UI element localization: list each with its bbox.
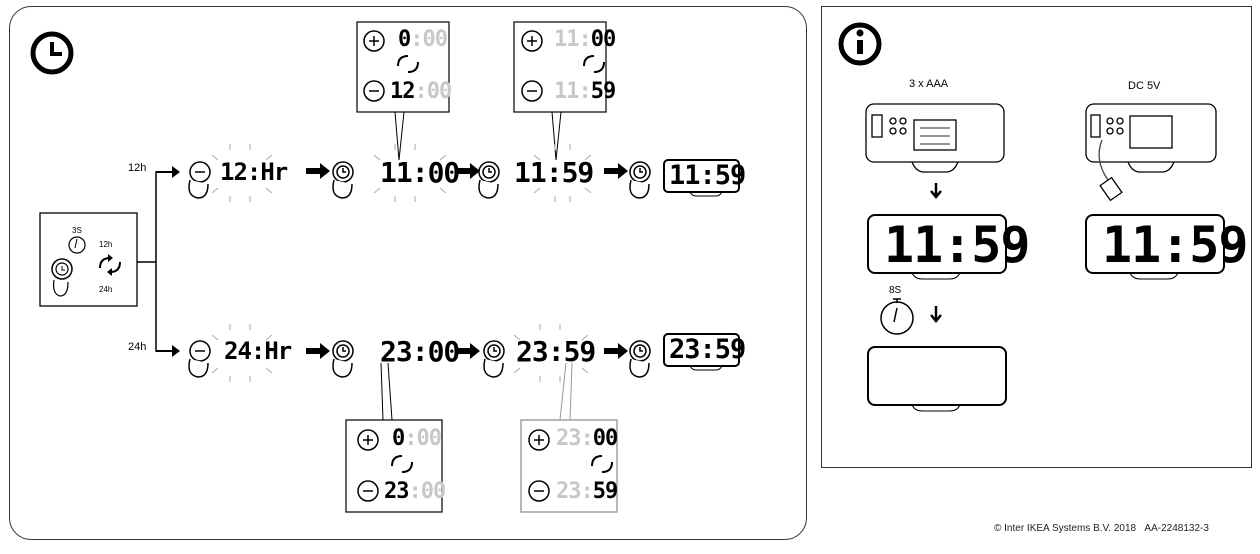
clock-button-12h-3 [629, 161, 651, 199]
battery-label: 3 x AAA [909, 78, 949, 90]
blink-rays [211, 144, 592, 382]
start-box-content [51, 236, 121, 297]
inset-box-12h-hour [356, 21, 450, 113]
blank-display [867, 346, 1007, 406]
dc-label: DC 5V [1128, 80, 1161, 92]
toggle-12h-label: 12h [99, 240, 113, 249]
timeout-label: 8S [889, 285, 902, 296]
clock-button-24h-2 [483, 340, 505, 378]
mode-24h-label: 24h [128, 341, 147, 353]
down-arrow-1 [930, 183, 942, 199]
copyright-footer: © Inter IKEA Systems B.V. 2018 AA-224813… [994, 523, 1209, 534]
power-info-panel [821, 6, 1252, 468]
inset-box-24h-hour [345, 419, 443, 513]
flow-arrows [160, 163, 628, 359]
down-arrow-2 [930, 306, 942, 323]
final-display-12h [663, 159, 740, 193]
clock-button-12h-1 [332, 161, 354, 199]
clock-setting-panel [9, 6, 807, 540]
dc-display-time: 11:59 [1102, 216, 1249, 274]
blink-minute-24h: 23:59 [516, 335, 596, 368]
blink-minute-12h: 11:59 [514, 156, 594, 189]
hold-duration-label: 3S [72, 226, 82, 235]
final-time-24h: 23:59 [669, 334, 746, 365]
inset-24h-hour-top: 0:00 [392, 426, 442, 451]
branch-lines [137, 171, 178, 352]
dc-display [1085, 214, 1225, 274]
minus-button-12h [188, 161, 211, 199]
inset-box-24h-min [520, 419, 618, 513]
clock-section-icon [30, 31, 74, 75]
clock-button-24h-1 [332, 340, 354, 378]
dc-device-back [1085, 103, 1217, 202]
inset-24h-min-top: 23:00 [556, 426, 618, 451]
clock-button-24h-3 [629, 340, 651, 378]
blink-hour-24h: 23:00 [380, 335, 460, 368]
inset-24h-min-bottom: 23:59 [556, 479, 618, 504]
blink-12hr: 12:Hr [220, 158, 288, 186]
mode-12h-label: 12h [128, 162, 147, 174]
info-icon [838, 22, 882, 66]
blink-hour-12h: 11:00 [380, 156, 460, 189]
inset-12h-min-top: 11:00 [554, 27, 616, 52]
inset-12h-hour-top: 0:00 [398, 27, 448, 52]
battery-device-back [865, 103, 1005, 173]
inset-box-12h-min [513, 21, 607, 113]
blink-24hr: 24:Hr [224, 337, 292, 365]
inset-12h-hour-bottom: 12:00 [390, 79, 452, 104]
inset-24h-hour-bottom: 23:00 [384, 479, 446, 504]
inset-12h-min-bottom: 11:59 [554, 79, 616, 104]
final-time-12h: 11:59 [669, 160, 746, 191]
clock-button-12h-2 [478, 161, 500, 199]
toggle-24h-label: 24h [99, 285, 113, 294]
final-display-24h [663, 333, 740, 367]
timer-icon [880, 298, 914, 335]
battery-display [867, 214, 1007, 274]
battery-display-time: 11:59 [884, 216, 1031, 274]
minus-button-24h [188, 340, 211, 378]
